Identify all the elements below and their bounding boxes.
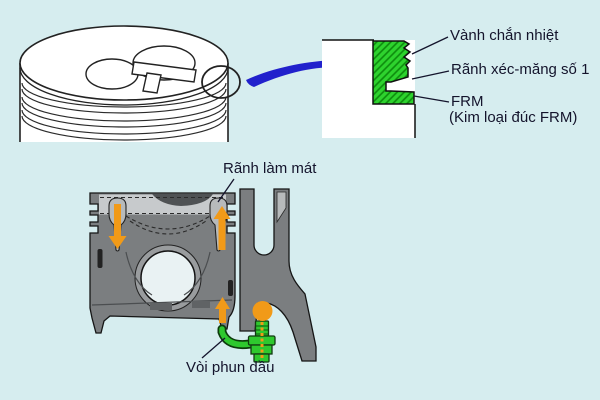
label-frm: FRM — [451, 93, 484, 110]
pin-bore — [140, 250, 196, 306]
oil-jet-nozzle — [217, 320, 276, 363]
label-oil-nozzle: Vòi phun dầu — [186, 359, 275, 376]
magnifier-circle — [201, 65, 241, 99]
piston-ring-lines — [21, 82, 227, 141]
section-leader-lines — [201, 178, 235, 359]
skirt-lines — [91, 251, 233, 306]
engine-block — [239, 188, 317, 362]
piston-cross-section — [89, 178, 317, 363]
cylinder-liner-stripe — [276, 191, 287, 224]
label-ring-groove: Rãnh xéc-măng số 1 — [451, 61, 590, 78]
label-heat-ring: Vành chắn nhiệt — [450, 27, 559, 44]
label-cooling-groove: Rãnh làm mát — [223, 160, 317, 177]
oil-droplet — [252, 301, 273, 321]
label-frm-sub: (Kim loại đúc FRM) — [449, 109, 578, 126]
combustion-recess — [85, 45, 197, 94]
piston-top-view — [19, 25, 229, 142]
frm-insert — [372, 40, 415, 105]
detail-view — [322, 36, 450, 138]
combustion-bowl — [152, 194, 213, 206]
oil-flow-arrows — [108, 204, 231, 323]
detail-leader-lines — [411, 36, 450, 103]
